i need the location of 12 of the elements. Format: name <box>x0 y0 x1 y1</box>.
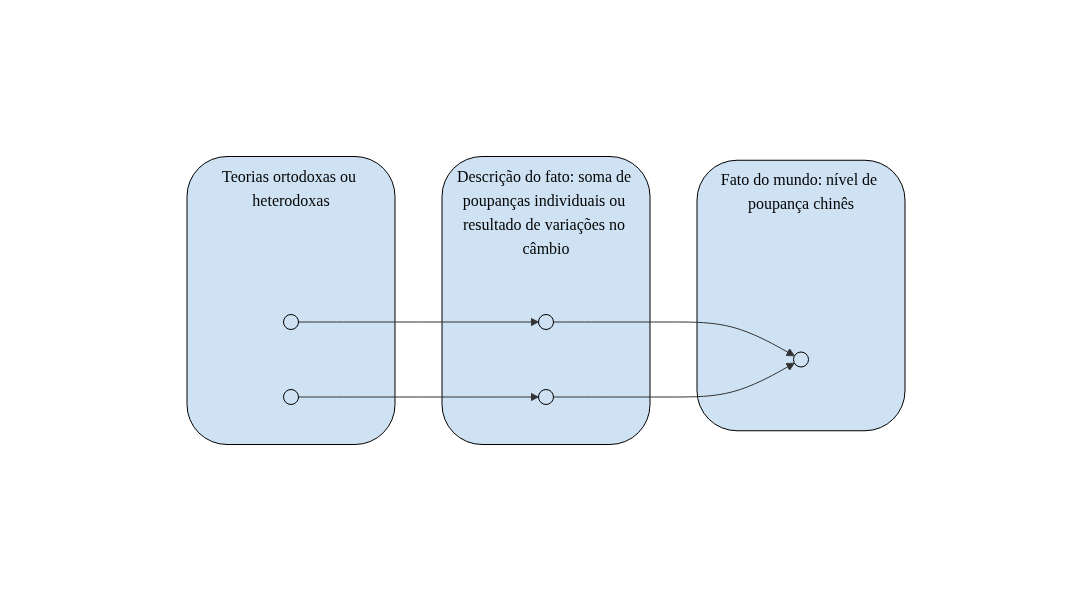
cluster: Descrição do fato: soma de poupanças individuais ou resultado de variações no câmbio <box>441 156 650 445</box>
arrow <box>552 362 795 398</box>
cluster: Fato do mundo: nível de poupança chinês <box>696 159 905 432</box>
arrow <box>552 321 795 357</box>
node-circle <box>282 389 299 405</box>
arrow <box>297 317 539 327</box>
node-circle <box>537 389 554 405</box>
node-circle <box>792 351 809 368</box>
node-circle <box>282 314 299 330</box>
node-circle <box>537 314 554 330</box>
cluster: Teorias ortodoxas ou heterodoxas <box>186 156 395 445</box>
arrow <box>297 392 539 402</box>
